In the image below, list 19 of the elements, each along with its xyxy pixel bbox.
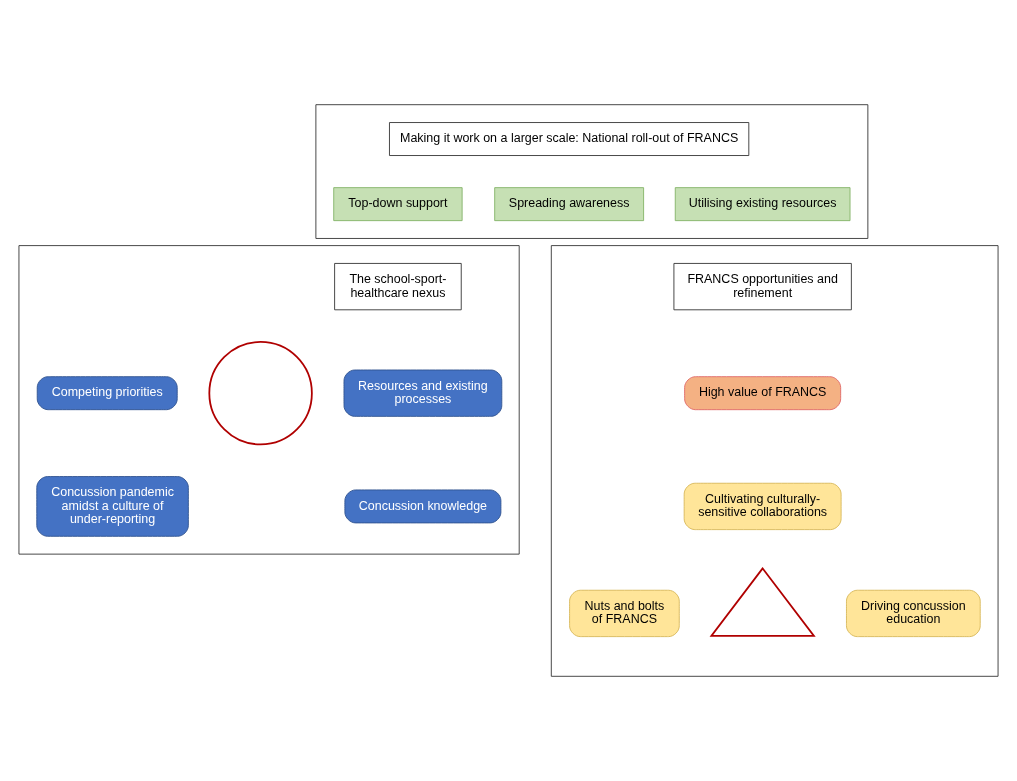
cluster [550,245,999,677]
cluster [315,104,869,239]
node-box: Driving concussion education [846,589,981,638]
cluster [18,245,520,555]
node-box: FRANCS opportunities and refinement [673,263,852,311]
node-box: Concussion knowledge [344,489,502,524]
node-box: The school-sport-healthcare nexus [334,263,462,311]
node-box: Nuts and bolts of FRANCS [569,589,680,638]
node-box: Spreading awareness [494,187,645,222]
node-box: Top-down support [333,187,463,222]
node-box: High value of FRANCS [684,376,842,411]
node-box: Cultivating culturally-sensitive collaborations [683,482,842,531]
node-triangle [709,566,816,637]
node-box: Making it work on a larger scale: National roll-out of FRANCS [389,122,750,156]
node-box: Resources and existing processes [343,369,503,417]
node-box: Utilising existing resources [674,187,851,222]
node-box: Competing priorities [36,376,178,411]
node-box: Concussion pandemic amidst a culture of under-reporting [36,476,189,537]
node-circle [208,341,313,446]
